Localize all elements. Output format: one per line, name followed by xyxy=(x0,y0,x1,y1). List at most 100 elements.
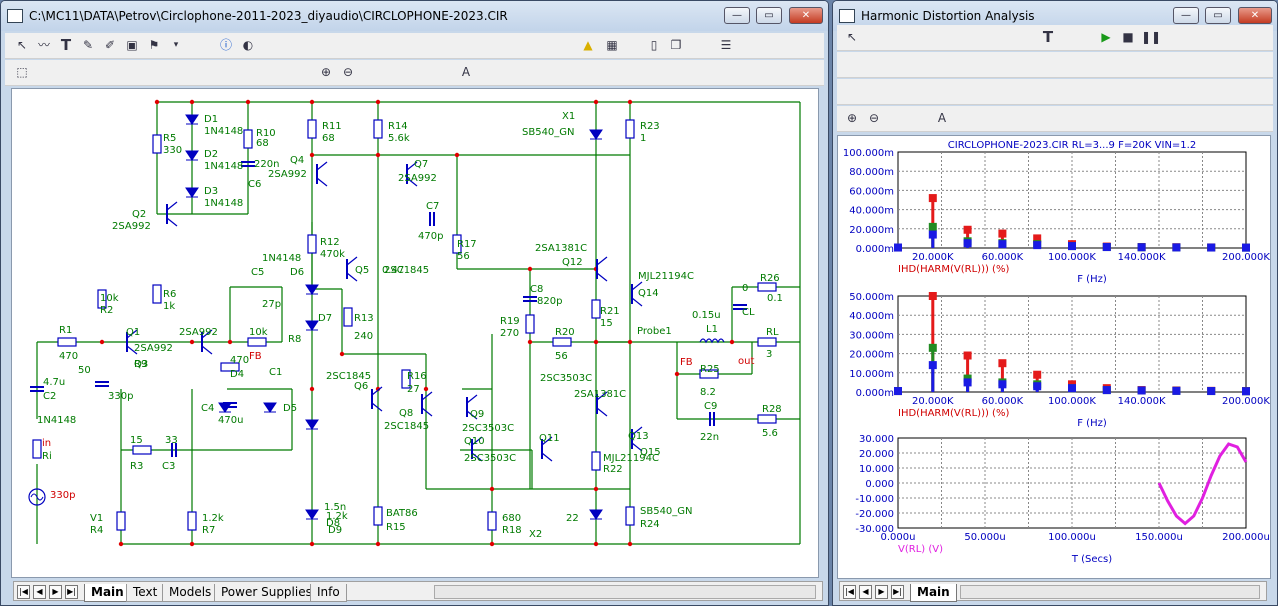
schematic-label: 470 xyxy=(230,355,249,366)
analysis-font-icon[interactable]: A xyxy=(937,111,947,125)
transistor-lead xyxy=(631,442,643,452)
zoom-in-icon[interactable]: ⊕ xyxy=(320,65,332,79)
junction-dot xyxy=(309,541,315,547)
tab-models[interactable]: Models xyxy=(162,584,219,602)
bar-marker xyxy=(928,361,937,370)
analysis-app-icon xyxy=(839,9,855,23)
info-icon[interactable]: ⓘ xyxy=(219,38,232,52)
bar-marker xyxy=(1172,386,1181,395)
tab-power-supplies[interactable]: Power Supplies xyxy=(214,584,319,602)
junction-dot xyxy=(309,99,315,105)
schematic-label: FB xyxy=(680,357,693,368)
analysis-tab-first-icon[interactable]: |◀ xyxy=(843,585,856,599)
schematic-label: R16 xyxy=(407,371,427,382)
tab-next-icon[interactable]: ▶ xyxy=(49,585,62,599)
select-box-icon[interactable]: ⬚ xyxy=(16,65,28,79)
schematic-label: L1 xyxy=(706,324,718,335)
tab-main[interactable]: Main xyxy=(84,584,131,602)
analysis-tab-next-icon[interactable]: ▶ xyxy=(875,585,888,599)
junction-dot xyxy=(309,152,315,158)
resistor xyxy=(625,506,635,526)
analysis-toolbar-4: ⊕ ⊖ A xyxy=(837,106,1273,132)
schematic-label: 1N4148 xyxy=(204,161,243,172)
flag-icon[interactable]: ⚑ xyxy=(148,38,160,52)
resistor xyxy=(116,511,126,531)
pause-icon[interactable]: ❚❚ xyxy=(1141,30,1162,44)
schematic-label: 5.6 xyxy=(762,428,778,439)
analysis-horizontal-scrollbar[interactable] xyxy=(960,585,1260,599)
component-icon[interactable]: ▣ xyxy=(126,38,138,52)
plot-area[interactable]: CIRCLOPHONE-2023.CIR RL=3...9 F=20K VIN=… xyxy=(837,135,1271,579)
copy-icon[interactable]: ❐ xyxy=(670,38,682,52)
bar-marker xyxy=(1102,243,1111,252)
schematic-label: CL xyxy=(742,307,755,318)
tab-info[interactable]: Info xyxy=(310,584,347,602)
sine-icon xyxy=(30,493,44,501)
pen-icon[interactable]: ✎ xyxy=(82,38,94,52)
y-tick-label: 0.000m xyxy=(856,388,894,399)
analysis-tab-last-icon[interactable]: ▶| xyxy=(891,585,904,599)
bar-marker xyxy=(1033,382,1042,391)
analysis-zoom-out-icon[interactable]: ⊖ xyxy=(868,111,880,125)
dropdown-icon[interactable]: ▾ xyxy=(173,40,179,50)
resistor xyxy=(243,129,253,149)
schematic-window: C:\MC11\DATA\Petrov\Circlophone-2011-202… xyxy=(0,0,829,606)
schematic-label: Q9 xyxy=(470,409,484,420)
schematic-label: R18 xyxy=(502,525,522,536)
bar-marker xyxy=(1242,243,1250,252)
page-icon[interactable]: ▯ xyxy=(650,38,658,52)
wire-tool-icon[interactable]: 〰 xyxy=(37,38,50,52)
schematic-label: C4 xyxy=(201,403,214,414)
analysis-tabs: |◀ ◀ ▶ ▶| Main xyxy=(839,581,1267,602)
select-tool-icon[interactable]: ↖ xyxy=(16,38,28,52)
run-icon[interactable]: ▶ xyxy=(1101,30,1111,44)
y-tick-label: 80.000m xyxy=(849,167,894,178)
maximize-button[interactable]: ▭ xyxy=(756,7,782,24)
tab-text[interactable]: Text xyxy=(126,584,165,602)
analysis-tab-main[interactable]: Main xyxy=(910,584,957,602)
schematic-title: C:\MC11\DATA\Petrov\Circlophone-2011-202… xyxy=(29,9,508,23)
transistor-lead xyxy=(346,256,358,266)
minimize-button[interactable]: — xyxy=(724,7,750,24)
horizontal-scrollbar[interactable] xyxy=(434,585,816,599)
analysis-select-icon[interactable]: ↖ xyxy=(846,30,858,44)
properties-icon[interactable]: ☰ xyxy=(720,38,732,52)
text-tool-icon[interactable]: T xyxy=(60,36,72,54)
schematic-label: C2 xyxy=(43,391,56,402)
schematic-label: 15 xyxy=(600,318,613,329)
schematic-label: 0.1 xyxy=(767,293,783,304)
zoom-out-icon[interactable]: ⊖ xyxy=(342,65,354,79)
stop-icon[interactable]: ■ xyxy=(1122,30,1134,44)
close-button[interactable]: ✕ xyxy=(789,7,823,24)
schematic-label: Q3 xyxy=(134,359,148,370)
schematic-label: V1 xyxy=(90,513,103,524)
analysis-close-button[interactable]: ✕ xyxy=(1238,7,1272,24)
tab-prev-icon[interactable]: ◀ xyxy=(33,585,46,599)
x-tick-label: 150.000u xyxy=(1135,532,1183,543)
schematic-label: R26 xyxy=(760,273,780,284)
analysis-text-icon[interactable]: T xyxy=(1042,28,1054,46)
warning-icon[interactable]: ▲ xyxy=(583,38,593,52)
analysis-zoom-in-icon[interactable]: ⊕ xyxy=(846,111,858,125)
globe-icon[interactable]: ◐ xyxy=(242,38,254,52)
schematic-label: C5 xyxy=(251,267,264,278)
schematic-label: 820p xyxy=(537,296,562,307)
schematic-label: 56 xyxy=(457,251,470,262)
transistor-lead xyxy=(541,452,553,462)
x-tick-label: 60.000K xyxy=(982,396,1024,407)
tab-first-icon[interactable]: |◀ xyxy=(17,585,30,599)
tab-last-icon[interactable]: ▶| xyxy=(65,585,78,599)
schematic-svg: D11N4148D21N4148D31N4148R1068220nC6R5330… xyxy=(12,81,801,547)
schematic-label: 1N4148 xyxy=(262,253,301,264)
font-icon[interactable]: A xyxy=(461,65,471,79)
analysis-minimize-button[interactable]: — xyxy=(1173,7,1199,24)
analysis-tab-prev-icon[interactable]: ◀ xyxy=(859,585,872,599)
brush-icon[interactable]: ✐ xyxy=(104,38,116,52)
analysis-maximize-button[interactable]: ▭ xyxy=(1205,7,1231,24)
schematic-label: 1.5n xyxy=(324,502,346,513)
schematic-label: D5 xyxy=(283,403,297,414)
schematic-tabs: |◀ ◀ ▶ ▶| Main Text Models Power Supplie… xyxy=(13,581,823,602)
resistor xyxy=(307,234,317,254)
grid-icon[interactable]: ▦ xyxy=(606,38,618,52)
